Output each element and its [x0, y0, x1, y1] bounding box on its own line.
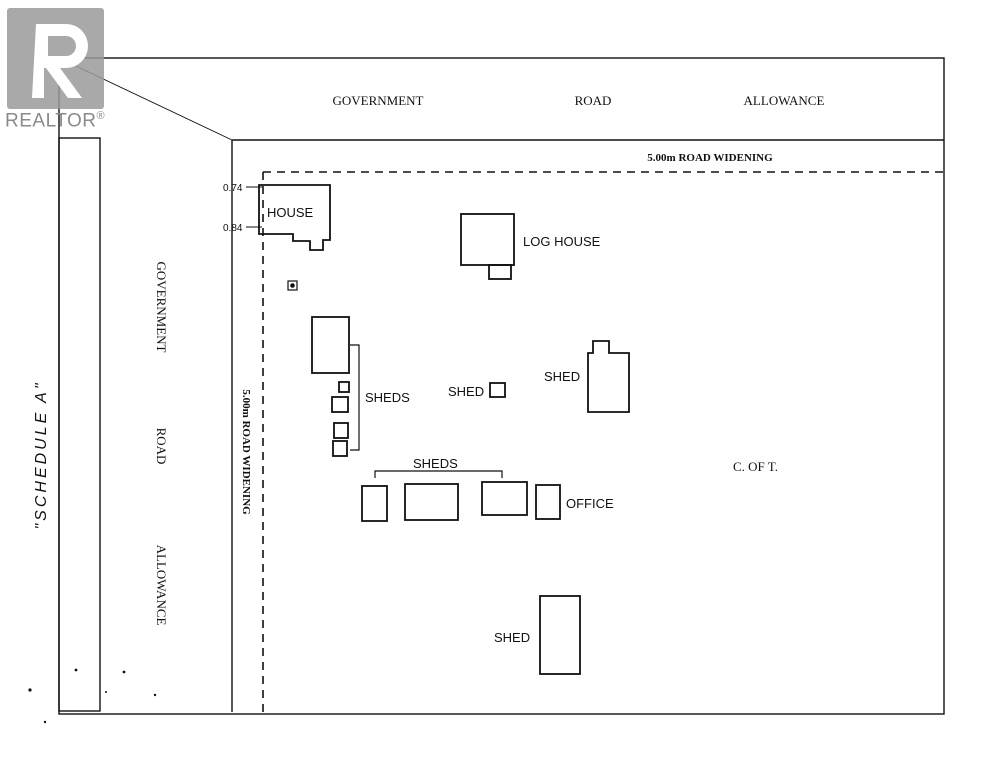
- left-road-word-1: GOVERNMENT: [154, 262, 169, 353]
- top-road-word-2: ROAD: [575, 93, 612, 108]
- shed-bottom-label: SHED: [494, 630, 530, 645]
- log-house-label: LOG HOUSE: [523, 234, 601, 249]
- house-dim-top: 0.74: [223, 183, 243, 194]
- well-dot: [290, 283, 295, 288]
- realtor-brand: REALTOR: [5, 110, 97, 132]
- top-road-word-3: ALLOWANCE: [744, 93, 825, 108]
- log-house-outline: [460, 213, 515, 266]
- sheds-left-bracket: [350, 344, 360, 451]
- shed-left-small-1: [338, 381, 350, 393]
- realtor-wordmark: REALTOR®: [5, 110, 105, 132]
- top-road-word-1: GOVERNMENT: [333, 93, 424, 108]
- house-outline: [258, 184, 331, 251]
- shed-small-outline: [489, 382, 506, 398]
- widening-left-label: 5.00m ROAD WIDENING: [240, 389, 252, 515]
- house-label: HOUSE: [267, 205, 314, 220]
- shed-small-label: SHED: [448, 384, 484, 399]
- registered-mark: ®: [96, 110, 106, 122]
- sheds-left-label: SHEDS: [365, 390, 410, 405]
- schedule-a-strip: [58, 137, 101, 712]
- house-dim-bottom: 0.84: [223, 223, 243, 234]
- widening-lines: [262, 171, 944, 712]
- left-road-word-3: ALLOWANCE: [154, 545, 169, 626]
- shed-left-small-2: [331, 396, 349, 413]
- shed-row-3: [481, 481, 528, 516]
- office-label: OFFICE: [566, 496, 614, 511]
- shed-right-outline: [587, 340, 630, 413]
- shed-right-label: SHED: [544, 369, 580, 384]
- well-outline: [287, 280, 298, 291]
- shed-row-2: [404, 483, 459, 521]
- parcel-label: C. OF T.: [733, 459, 778, 474]
- scan-specks: [28, 668, 157, 724]
- outer-boundary: [58, 57, 945, 715]
- shed-bottom-outline: [539, 595, 581, 675]
- sheds-row-label: SHEDS: [413, 456, 458, 471]
- brackets: [350, 344, 503, 478]
- boundary-lines: [58, 57, 945, 715]
- shed-left-small-4: [332, 440, 348, 457]
- widening-top-label: 5.00m ROAD WIDENING: [647, 152, 773, 164]
- schedule-a-label: "SCHEDULE A": [33, 380, 50, 529]
- realtor-logo-icon: [7, 8, 104, 109]
- shed-left-large: [311, 316, 350, 374]
- shed-row-1: [361, 485, 388, 522]
- shed-left-small-3: [333, 422, 349, 439]
- left-road-word-2: ROAD: [154, 428, 169, 465]
- dimension-leaders: [246, 186, 262, 228]
- office-outline: [535, 484, 561, 520]
- log-house-annex: [488, 264, 512, 280]
- sheds-row-bracket: [374, 470, 503, 478]
- buildings: [258, 184, 630, 675]
